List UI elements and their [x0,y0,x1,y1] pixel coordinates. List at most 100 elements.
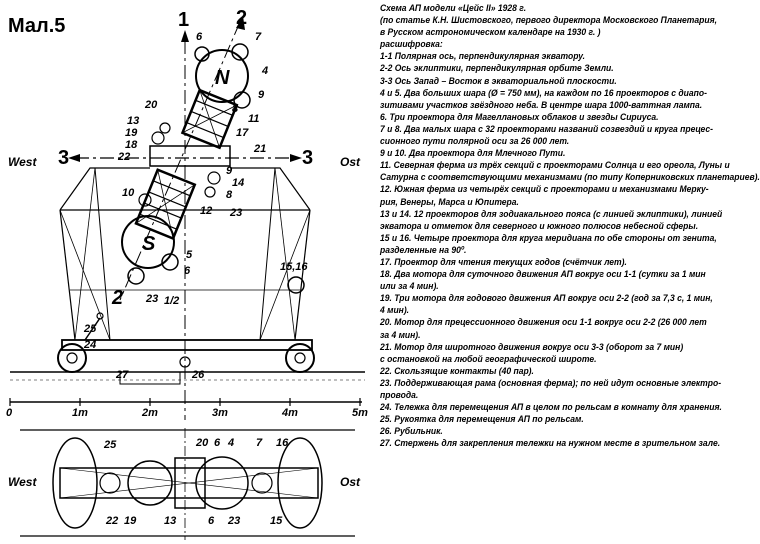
arrow-west [68,154,80,162]
legend-line: 20. Мотор для прецессионного движения ос… [380,317,707,328]
south-small-globe [127,267,145,285]
legend-line: расшифровка: [380,39,443,50]
frame-right-arm [230,167,311,211]
axis-3-left-label: 3 [58,147,69,169]
north-small-globe [194,46,210,62]
projector-10 [138,193,152,207]
callout-13: 13 [127,115,139,127]
motor-19 [151,131,165,145]
frame-left-brace-2 [74,167,96,341]
plan-south-globe [127,460,173,506]
handle-knob [96,312,104,320]
axis-2-top-label: 2 [236,7,247,29]
plan-callout-25: 25 [103,439,117,451]
plan-view: West Ost 25 20 6 4 7 16 22 19 13 6 23 15 [8,428,361,540]
legend-line: 26. Рубильник. [380,426,443,437]
legend-title: Схема АП модели «Цейс II» 1928 г. [380,3,527,13]
side-elevation: 3 3 West Ost 1 2 N [8,7,365,420]
callout-27: 27 [115,369,129,381]
ost-label: Ost [340,155,361,169]
legend-line: 4 и 5. Два больших шара (Ø = 750 мм), на… [380,87,707,98]
plan-callout-7: 7 [256,437,263,449]
legend-line: провода. [380,390,419,400]
legend-line: 15 и 16. Четыре проектора для круга мери… [380,232,717,243]
legend-line: с остановкой на любой географической шир… [380,353,597,364]
north-star-globe [195,49,249,103]
callout-26: 26 [191,369,205,381]
wheel-right [285,343,315,373]
arrow-axis-2 [236,16,245,30]
callout-8b: 8 [226,189,233,201]
legend-line: 13 и 14. 12 проекторов для зодиакального… [380,208,723,219]
plan-hub [174,457,206,509]
callout-8: 8 [232,103,239,115]
legend-line: 25. Рукоятка для перемещения АП по рельс… [380,414,584,425]
callout-11: 11 [248,113,259,125]
plan-callout-6: 6 [214,437,221,449]
legend-line: 1-1 Полярная ось, перпендикулярная экват… [380,51,586,62]
legend-line: 17. Проектор для чтения текущих годов (с… [380,256,627,267]
callout-6: 6 [196,31,203,43]
callout-5: 5 [186,249,193,261]
legend-line: 21. Мотор для широтного движения вокруг … [380,341,684,352]
callout-17: 17 [236,127,249,139]
plan-wheel-left [52,437,98,529]
plan-callout-20: 20 [195,437,209,449]
legend-line: разделенные на 90º. [380,244,467,255]
legend-line: 11. Северная ферма из трёх секций с прое… [380,160,730,171]
wheel-left-hub [66,352,78,364]
legend-line: зитивами участков звёздного неба. В цент… [380,99,703,110]
plan-trolley-frame [59,467,319,499]
callout-23: 23 [229,207,242,219]
legend-line: 9 и 10. Два проектора для Млечного Пути. [380,148,566,159]
plan-callout-16: 16 [276,437,289,449]
callout-18: 18 [125,139,138,151]
switch-26 [179,356,191,368]
legend-line: 7 и 8. Два малых шара с 32 проекторами н… [380,123,714,134]
legend-line: 3-3 Ось Запад – Восток в экваториальной … [380,75,617,86]
legend-text-block: Схема АП модели «Цейс II» 1928 г. (по ста… [380,2,760,449]
motor-20 [159,122,171,134]
scale-0: 0 [6,407,13,419]
legend-line: сионного пути полярной оси за 26 000 лет… [380,136,570,147]
callout-12: 12 [200,205,212,217]
callout-6b: 6 [184,265,191,277]
callout-9: 9 [258,89,265,101]
plan-brace-2 [59,467,319,499]
callout-9b: 9 [226,165,233,177]
projector-14 [207,171,221,185]
plan-callout-23: 23 [227,515,240,527]
callout-15-16: 15,16 [280,261,308,273]
legend-line: (по статье К.Н. Шистовского, первого дир… [380,15,718,26]
plan-callout-15: 15 [270,515,283,527]
legend-line: 4 мин). [380,305,410,316]
arrow-east [290,154,302,162]
wheel-left [57,343,87,373]
top-callouts: 6 7 4 9 8 11 13 20 19 18 17 22 21 10 9 1… [83,31,308,381]
trolley [61,339,313,351]
axis-2-bottom-label: 2 [111,287,123,309]
legend-line: 23. Поддерживающая рама (основная ферма)… [380,377,722,388]
ost-label-bottom: Ost [340,475,361,489]
legend-line: 2-2 Ось эклиптики, перпендикулярная орби… [380,63,614,74]
callout-22: 22 [117,151,130,163]
legend-line: в Русском астрономическом календаре на 1… [380,27,601,38]
axis-2-2 [119,21,241,301]
legend-line: 6. Три проектора для Магеллановых облако… [380,111,659,122]
legend-line: за 4 мин). [380,329,421,340]
plan-callout-13: 13 [164,515,176,527]
projector-9-top [233,91,251,109]
frame-right-brace-2 [274,167,296,341]
scale-4m: 4m [281,407,298,419]
callout-23b: 23 [145,293,158,305]
west-label-bottom: West [8,475,37,489]
west-label: West [8,155,37,169]
stop-rod-27 [119,371,181,385]
frame-left-leg [59,209,76,341]
half-label: 1/2 [164,295,179,307]
scale-2m: 2m [141,407,158,419]
legend-line: Сатурна с соответствующими механизмами (… [380,172,760,183]
legend-line: 27. Стержень для закрепления тележки на … [380,438,721,449]
arrow-axis-1 [181,30,189,42]
projector-15-16 [287,276,305,294]
